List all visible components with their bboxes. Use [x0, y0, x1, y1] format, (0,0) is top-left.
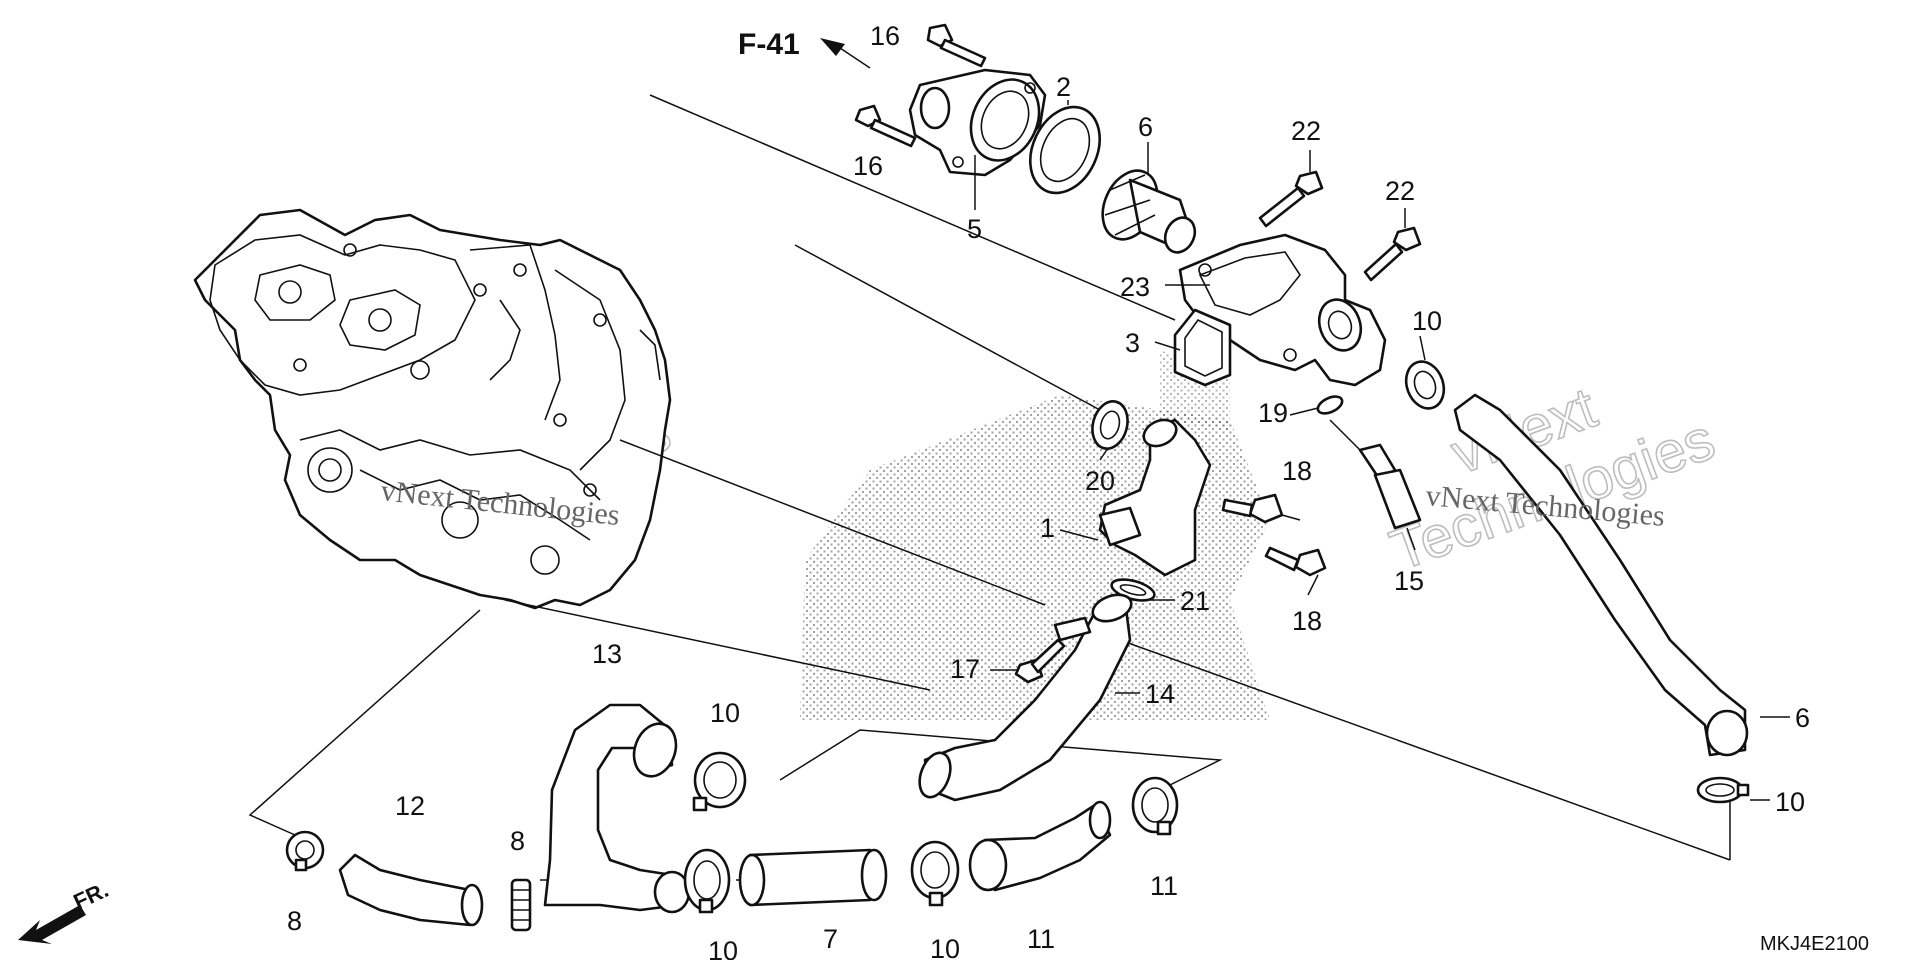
callout-10-a: 10 [710, 698, 740, 728]
front-direction-indicator: FR. [18, 877, 112, 944]
part-10-clamp-b [683, 848, 731, 914]
part-10-clamp-c [910, 840, 960, 907]
callout-6: 6 [1795, 703, 1810, 733]
callout-16-lower: 16 [853, 151, 883, 181]
part-17-bolt [1014, 638, 1066, 684]
part-10-clamp-a [692, 751, 747, 812]
part-15-sensor [1329, 419, 1422, 530]
callout-19: 19 [1258, 398, 1288, 428]
callout-13: 13 [592, 639, 622, 669]
callout-4: 5 [967, 214, 982, 244]
callout-5: 6 [1138, 112, 1153, 142]
part-22-bolt-lower [1363, 226, 1422, 282]
part-8-clamp-center [510, 878, 532, 932]
part-12-hose [338, 853, 484, 927]
callout-8-left: 8 [287, 906, 302, 936]
part-8-clamp-left [285, 830, 325, 872]
part-3-gasket [1173, 308, 1232, 387]
callout-3: 3 [1125, 328, 1140, 358]
part-9-clamp-upper [1404, 360, 1446, 410]
callout-10-c: 10 [930, 934, 960, 960]
part-18-bolt-upper [1221, 493, 1284, 524]
reference-label: F-41 [738, 28, 800, 61]
part-4-thermostat-cover [908, 68, 1047, 177]
callout-16-upper: 16 [870, 21, 900, 51]
callout-8-center: 8 [510, 826, 525, 856]
reference-f41: F-41 [738, 28, 871, 69]
callout-20: 20 [1085, 466, 1115, 496]
part-16-bolt-upper [926, 23, 987, 68]
callout-leaders [974, 100, 1790, 801]
arrow-icon [820, 38, 845, 56]
callout-labels: 16 16 2 5 6 22 22 23 3 10 19 20 1 18 18 … [287, 21, 1810, 960]
callout-2: 2 [1056, 72, 1071, 102]
part-14-water-pipe [918, 593, 1133, 802]
part-11-hose [968, 800, 1112, 892]
callout-22-upper: 22 [1291, 116, 1321, 146]
part-16-bolt-lower [854, 104, 917, 148]
part-20-o-ring [1091, 400, 1129, 450]
part-6-hose [1453, 393, 1749, 757]
part-19-o-ring [1316, 395, 1344, 415]
callout-23: 23 [1120, 272, 1150, 302]
callout-1: 1 [1040, 513, 1055, 543]
callout-18-upper: 18 [1282, 456, 1312, 486]
callout-7: 7 [823, 924, 838, 954]
callout-17: 17 [950, 654, 980, 684]
part-22-bolt-upper [1258, 170, 1324, 228]
callout-14: 14 [1145, 679, 1175, 709]
callout-21: 21 [1180, 586, 1210, 616]
part-1-water-joint [1098, 418, 1212, 577]
part-9-clamp-lower [1696, 776, 1750, 804]
callout-22-lower: 22 [1385, 176, 1415, 206]
part-10-clamp-d [1131, 776, 1179, 836]
part-2-seal [1029, 105, 1101, 195]
callout-12: 12 [395, 791, 425, 821]
part-5-thermostat [1101, 169, 1197, 254]
callout-18-lower: 18 [1292, 606, 1322, 636]
part-7-pipe [738, 848, 888, 907]
part-23-thermostat-housing [1178, 233, 1387, 387]
callout-11: 11 [1027, 924, 1055, 954]
callout-9-lower: 10 [1775, 787, 1805, 817]
engine-block: vNext Technologies [193, 208, 672, 610]
part-18-bolt-lower [1264, 546, 1327, 577]
callout-15: 15 [1394, 566, 1424, 596]
callout-10-d: 11 [1150, 871, 1178, 901]
part-13-hose [543, 703, 691, 914]
front-arrow-icon [18, 905, 86, 944]
callout-9-upper: 10 [1412, 306, 1442, 336]
callout-10-b: 10 [708, 936, 738, 960]
diagram-code: MKJ4E2100 [1760, 933, 1869, 955]
